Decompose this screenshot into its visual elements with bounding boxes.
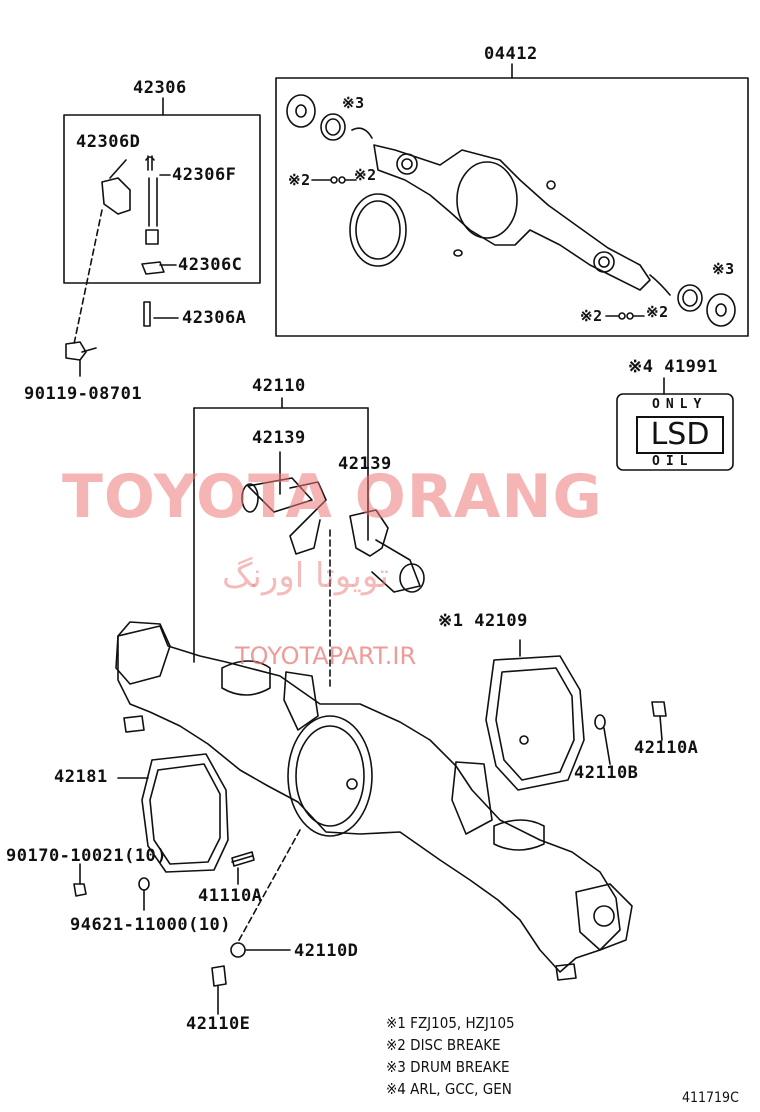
label-42306D[interactable]: 42306D	[76, 132, 141, 152]
watermark-brand: TOYOTA ORANG	[62, 462, 603, 532]
footnote-2: ※2 DISC BREAKE	[386, 1036, 501, 1054]
mark-disc-brake-2: ※2	[354, 166, 377, 184]
hose-fitting-42306A	[143, 301, 151, 327]
label-90119-08701[interactable]: 90119-08701	[24, 384, 143, 404]
cover-gasket-42181	[141, 753, 229, 873]
label-41110A[interactable]: 41110A	[198, 886, 263, 906]
lsd-plate-top-text: ONLY	[652, 397, 708, 412]
mark-drum-brake-right: ※3	[712, 260, 735, 278]
mark-drum-brake-left: ※3	[342, 94, 365, 112]
kit-42306-box	[63, 114, 261, 284]
figure-code: 411719C	[682, 1090, 739, 1106]
footnote-4: ※4 ARL, GCC, GEN	[386, 1080, 512, 1098]
label-42110A[interactable]: 42110A	[634, 738, 699, 758]
axle-shaft-left	[247, 477, 313, 513]
label-94621-11000[interactable]: 94621-11000(10)	[70, 915, 232, 935]
label-90170-10021[interactable]: 90170-10021(10)	[6, 846, 168, 866]
label-42306C[interactable]: 42306C	[178, 255, 243, 275]
kit-04412-box	[275, 77, 749, 337]
label-42181[interactable]: 42181	[54, 767, 108, 787]
kit-axle-housing	[373, 144, 651, 291]
label-42139-right[interactable]: 42139	[338, 454, 392, 474]
diff-cover-42109	[485, 655, 585, 791]
label-42110[interactable]: 42110	[252, 376, 306, 396]
diff-carrier	[287, 715, 373, 837]
label-41991[interactable]: ※4 41991	[628, 357, 718, 377]
mark-disc-brake-3: ※2	[580, 307, 603, 325]
lsd-plate-bottom-text: OIL	[652, 454, 694, 469]
label-42110B[interactable]: 42110B	[574, 763, 639, 783]
lsd-plate-41991	[616, 393, 734, 471]
footnote-3: ※3 DRUM BREAKE	[386, 1058, 510, 1076]
label-42306[interactable]: 42306	[133, 78, 187, 98]
label-42306F[interactable]: 42306F	[172, 165, 237, 185]
lsd-plate-main-text: LSD	[636, 416, 724, 454]
label-42139-left[interactable]: 42139	[252, 428, 306, 448]
watermark-persian: تویوتا اورنگ	[222, 556, 389, 596]
axle-shaft-right	[349, 509, 389, 557]
rear-axle-housing	[117, 625, 621, 973]
bolt-90119	[65, 341, 87, 361]
kit-cover-gasket	[349, 193, 407, 267]
watermark-site: TOYOTAPART.IR	[235, 642, 417, 670]
label-42109[interactable]: ※1 42109	[438, 611, 528, 631]
footnote-1: ※1 FZJ105, HZJ105	[386, 1014, 515, 1032]
mark-disc-brake-1: ※2	[288, 171, 311, 189]
breather-bracket	[101, 177, 131, 215]
label-04412[interactable]: 04412	[484, 44, 538, 64]
mark-disc-brake-4: ※2	[646, 303, 669, 321]
backing-plate-left	[286, 94, 316, 128]
label-42110E[interactable]: 42110E	[186, 1014, 251, 1034]
label-42306A[interactable]: 42306A	[182, 308, 247, 328]
label-42110D[interactable]: 42110D	[294, 941, 359, 961]
backing-plate-right	[706, 293, 736, 327]
